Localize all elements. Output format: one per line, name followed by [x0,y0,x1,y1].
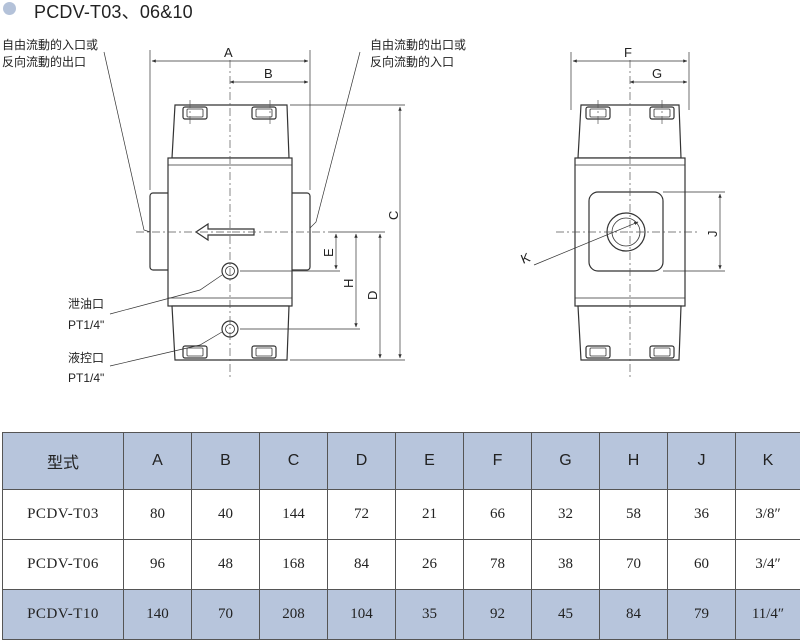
cell: 32 [531,489,600,540]
dim-G: G [652,66,662,81]
table-header-row: 型式 A B C D E F G H J K [2,432,800,490]
page-title: PCDV-T03、06&10 [34,2,193,22]
table-row: PCDV-T10 140 70 208 104 35 92 45 84 79 1… [2,589,800,640]
table-row: PCDV-T03 80 40 144 72 21 66 32 58 36 3/8… [2,489,800,540]
header-E: E [395,432,464,490]
cell: 60 [667,539,736,590]
table-row: PCDV-T06 96 48 168 84 26 78 38 70 60 3/4… [2,539,800,590]
cell: 208 [259,589,328,640]
header-J: J [667,432,736,490]
cell: 3/4″ [735,539,800,590]
cell: 48 [191,539,260,590]
cell: 66 [463,489,532,540]
header-G: G [531,432,600,490]
cell: 40 [191,489,260,540]
cell: 35 [395,589,464,640]
dim-H: H [341,279,356,288]
cell: 45 [531,589,600,640]
drain-port-size: PT1/4" [68,318,105,332]
left-port-label-line1: 自由流動的入口或 [2,38,99,52]
dim-K: K [519,250,533,267]
cell: 140 [123,589,192,640]
dim-C: C [386,211,401,220]
header-K: K [735,432,800,490]
cell: 70 [599,539,668,590]
left-port-label-line2: 反向流動的出口 [2,55,87,69]
cell: 79 [667,589,736,640]
cell: 58 [599,489,668,540]
pilot-port-size: PT1/4" [68,371,105,385]
cell: 84 [599,589,668,640]
dimension-table: 型式 A B C D E F G H J K PCDV-T03 80 40 14… [2,432,800,640]
dim-B: B [264,66,273,81]
cell: 36 [667,489,736,540]
cell: 104 [327,589,396,640]
cell: 11/4″ [735,589,800,640]
pilot-port-label: 液控口 [68,351,105,365]
header-B: B [191,432,260,490]
dim-F: F [624,45,632,60]
header-D: D [327,432,396,490]
valve-drawing: A B C D H E [103,45,725,378]
header-C: C [259,432,328,490]
dim-D: D [365,291,380,300]
cell: 168 [259,539,328,590]
title-bullet [3,2,16,15]
cell: 70 [191,589,260,640]
cell-model: PCDV-T10 [2,589,124,640]
right-port-label-line2: 反向流動的入口 [370,55,455,69]
dim-E: E [321,248,336,257]
right-port-label-line1: 自由流動的出口或 [370,38,467,52]
header-A: A [123,432,192,490]
cell: 3/8″ [735,489,800,540]
cell-model: PCDV-T03 [2,489,124,540]
cell: 72 [327,489,396,540]
cell: 26 [395,539,464,590]
drain-port-label: 泄油口 [68,297,105,311]
dim-A: A [224,45,233,60]
dim-J: J [705,231,720,238]
cell: 92 [463,589,532,640]
cell: 84 [327,539,396,590]
cell: 21 [395,489,464,540]
header-model: 型式 [2,432,124,490]
header-H: H [599,432,668,490]
cell-model: PCDV-T06 [2,539,124,590]
cell: 80 [123,489,192,540]
cell: 96 [123,539,192,590]
cell: 144 [259,489,328,540]
cell: 78 [463,539,532,590]
cell: 38 [531,539,600,590]
header-F: F [463,432,532,490]
